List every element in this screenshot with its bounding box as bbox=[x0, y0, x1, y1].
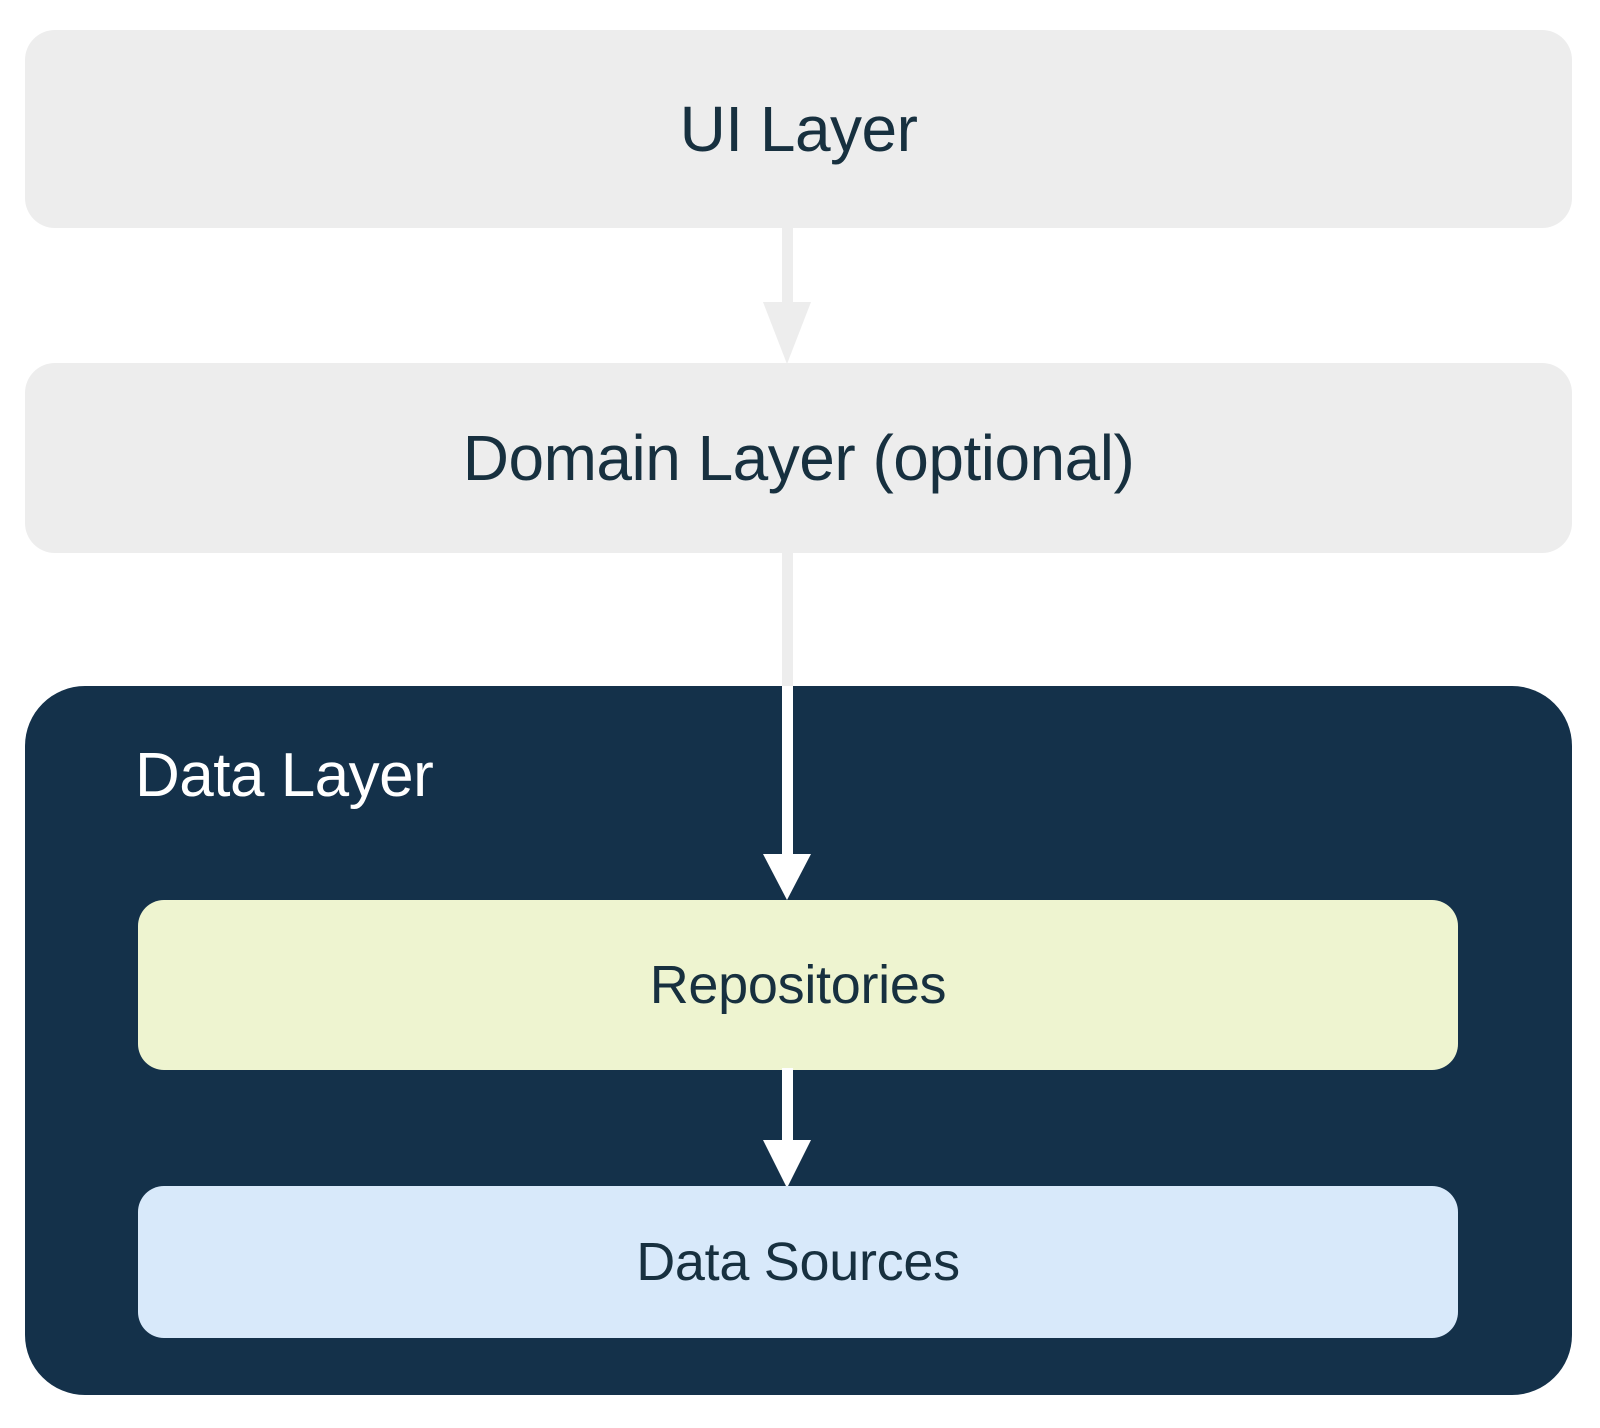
data-sources-label: Data Sources bbox=[636, 1232, 960, 1292]
arrow-shaft-icon bbox=[782, 686, 793, 856]
domain-layer-label: Domain Layer (optional) bbox=[462, 422, 1135, 494]
domain-layer-box: Domain Layer (optional) bbox=[25, 363, 1572, 553]
repositories-box: Repositories bbox=[138, 900, 1458, 1070]
ui-layer-box: UI Layer bbox=[25, 30, 1572, 228]
data-layer-label: Data Layer bbox=[135, 741, 434, 810]
repositories-label: Repositories bbox=[649, 955, 947, 1015]
arrow-down-icon bbox=[763, 854, 811, 900]
ui-layer-label: UI Layer bbox=[679, 93, 918, 165]
arrow-shaft-icon bbox=[782, 226, 793, 304]
arrow-shaft-icon bbox=[782, 1068, 793, 1142]
arrow-down-icon bbox=[763, 302, 811, 364]
data-sources-box: Data Sources bbox=[138, 1186, 1458, 1338]
arrow-down-icon bbox=[763, 1140, 811, 1188]
arrow-shaft-icon bbox=[782, 551, 793, 689]
